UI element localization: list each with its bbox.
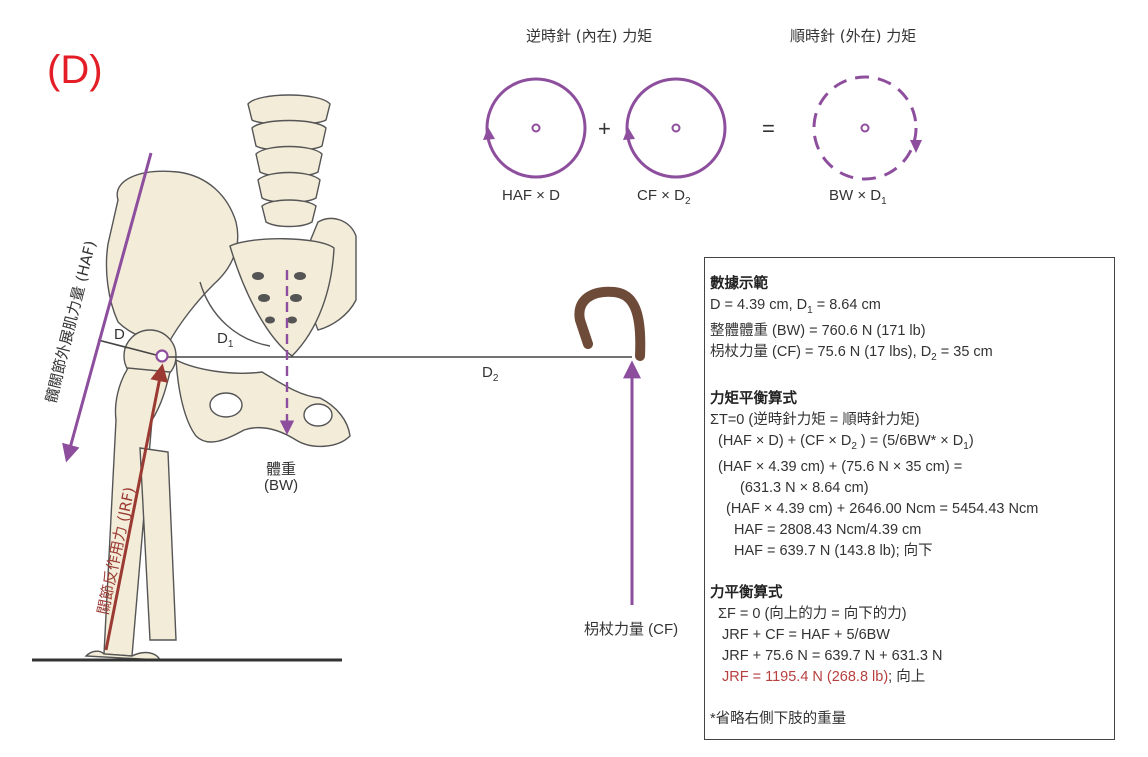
sacral-foramina: [252, 272, 306, 324]
force-line-2: JRF + CF = HAF + 5/6BW: [722, 626, 890, 643]
bw-label-cn: 體重: [266, 461, 297, 478]
data-line-3: 枴杖力量 (CF) = 75.6 N (17 lbs), D2 = 35 cm: [710, 343, 993, 363]
footnote: *省略右側下肢的重量: [710, 710, 847, 727]
lever-line-d: [97, 339, 161, 357]
moment-line-2: (HAF × D) + (CF × D2 ) = (5/6BW* × D1): [718, 432, 974, 452]
haf-moment-term: HAF × D: [502, 187, 560, 204]
data-title: 數據示範: [710, 276, 768, 292]
d2-label: D2: [482, 364, 499, 384]
pelvis-illustration: [84, 94, 357, 661]
data-line-1: D = 4.39 cm, D1 = 8.64 cm: [710, 297, 881, 316]
equals-sign: =: [762, 116, 775, 141]
cane-handle: [574, 286, 646, 361]
plus-sign: +: [598, 116, 611, 141]
jrf-arrow: [104, 363, 169, 651]
force-line-4: JRF = 1195.4 N (268.8 lb); 向上: [722, 668, 926, 685]
haf-arrow: [62, 152, 153, 463]
bw-moment-term: BW × D1: [829, 187, 887, 207]
cf-moment-term: CF × D2: [637, 187, 691, 207]
force-title: 力平衡算式: [710, 584, 783, 601]
moment-line-5: (HAF × 4.39 cm) + 2646.00 Ncm = 5454.43 …: [726, 500, 1039, 517]
cw-moment-circle-bw: [812, 75, 922, 181]
moment-line-1: ΣT=0 (逆時針力矩 = 順時針力矩): [710, 411, 920, 428]
panel-label: (D): [47, 48, 103, 92]
equation-box: 數據示範 D = 4.39 cm, D1 = 8.64 cm 整體體重 (BW)…: [704, 257, 1115, 740]
moment-line-6: HAF = 2808.43 Ncm/4.39 cm: [734, 521, 922, 538]
d1-label: D1: [217, 330, 234, 350]
hip-joint-center: [155, 349, 169, 363]
bw-label-en: (BW): [264, 477, 299, 494]
moment-title: 力矩平衡算式: [710, 390, 797, 407]
moment-line-7: HAF = 639.7 N (143.8 lb); 向下: [734, 542, 933, 559]
cw-moment-title: 順時針 (外在) 力矩: [790, 27, 917, 45]
ccw-moment-circle-cf: [623, 77, 727, 179]
ccw-moment-circle-haf: [483, 77, 587, 179]
cf-label: 枴杖力量 (CF): [584, 621, 679, 638]
ccw-moment-title: 逆時針 (內在) 力矩: [526, 27, 653, 45]
force-line-3: JRF + 75.6 N = 639.7 N + 631.3 N: [722, 647, 943, 664]
d-label: D: [114, 326, 125, 343]
data-line-2: 整體體重 (BW) = 760.6 N (171 lb): [710, 322, 926, 339]
moment-line-3: (HAF × 4.39 cm) + (75.6 N × 35 cm) =: [718, 458, 963, 475]
moment-line-4: (631.3 N × 8.64 cm): [740, 479, 869, 496]
force-line-1: ΣF = 0 (向上的力 = 向下的力): [718, 605, 907, 622]
